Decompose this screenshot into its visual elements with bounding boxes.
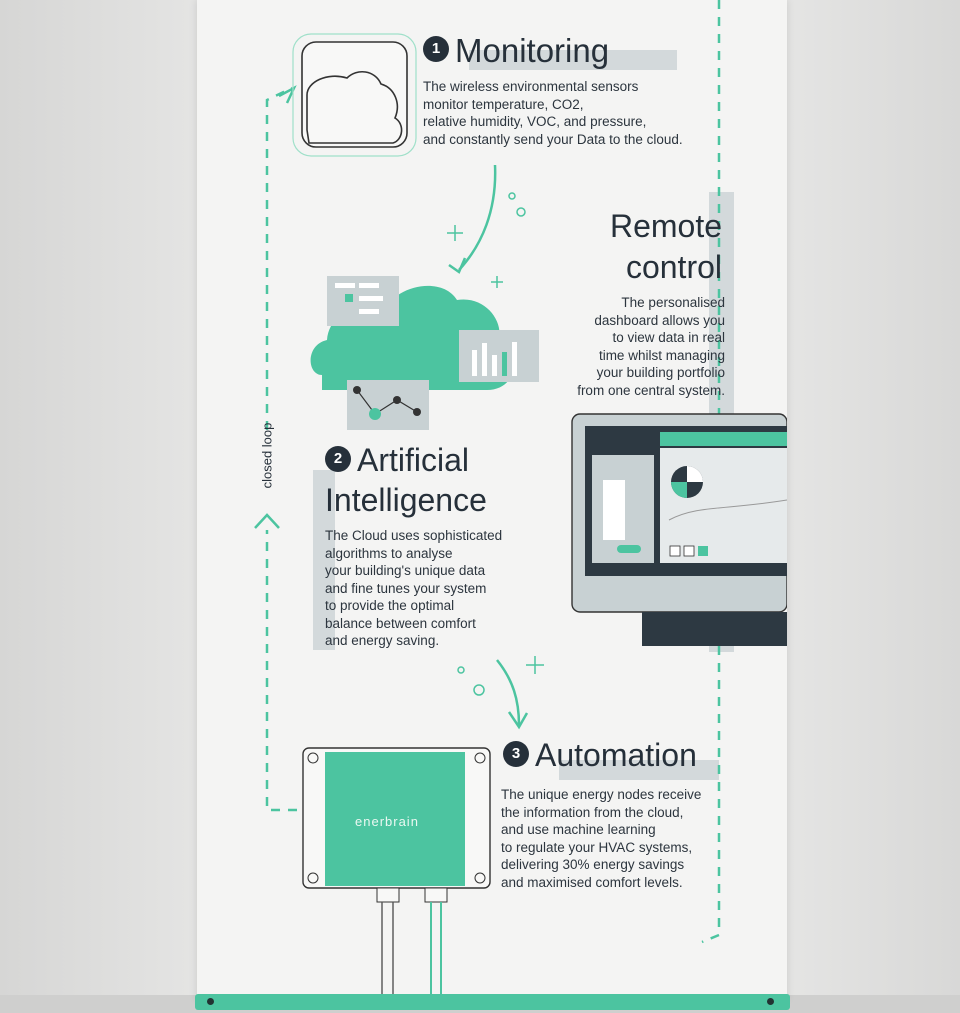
step-number-2: 2 — [325, 445, 351, 472]
banner-illustrations — [254, 0, 787, 996]
base-screw-right — [767, 998, 774, 1005]
remote-control-text: The personalised dashboard allows you to… — [577, 295, 725, 398]
monitoring-title: Monitoring — [455, 32, 610, 69]
ai-text: The Cloud uses sophisticated algorithms … — [325, 528, 503, 648]
step-number-3: 3 — [503, 740, 529, 767]
step-number-1: 1 — [423, 36, 449, 63]
automation-title-bar — [559, 760, 719, 780]
monitor-icon — [571, 413, 787, 646]
sensor-icon — [292, 33, 417, 157]
monitoring-title-bar — [469, 50, 677, 70]
ai-title-line1: Artificial — [357, 442, 470, 478]
sparkles — [447, 192, 544, 696]
remote-title-line1: Remote — [609, 208, 722, 244]
monitoring-text: The wireless environmental sensors monit… — [423, 79, 683, 147]
automation-title: Automation — [535, 737, 697, 773]
remote-control-heading: Remote control — [537, 206, 722, 288]
flow-arrows — [254, 85, 529, 730]
banner-base — [195, 994, 790, 1010]
energy-node-icon — [302, 747, 491, 996]
cloud-ai-icon — [310, 276, 539, 430]
automation-text: The unique energy nodes receive the info… — [501, 787, 702, 890]
closed-loop-arrows — [265, 0, 721, 944]
remote-title-line2: control — [625, 249, 722, 285]
device-brand-label: enerbrain — [355, 814, 419, 829]
ai-side-bar — [313, 470, 335, 650]
ai-title-line2: Intelligence — [325, 482, 487, 518]
closed-loop-label: closed loop — [259, 422, 275, 489]
base-screw-left — [207, 998, 214, 1005]
